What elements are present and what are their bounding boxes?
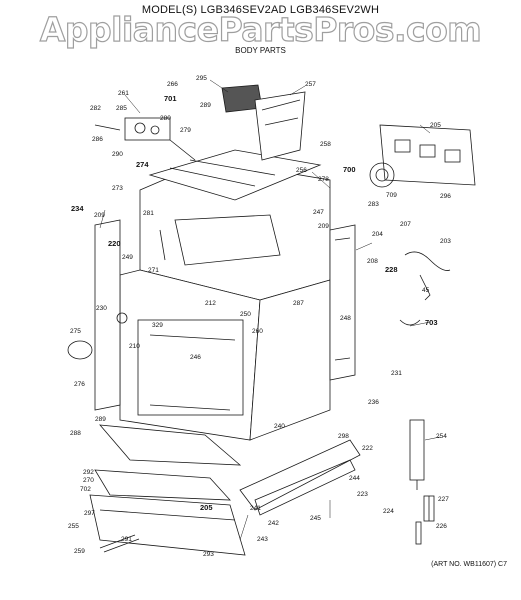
watermark-text: AppliancePartsPros.com [39,9,482,49]
callout-label: 290 [112,151,123,158]
door-hinges [409,419,435,545]
callout-label: 250 [240,311,251,318]
callout-label: 248 [340,315,351,322]
callout-label: 226 [436,523,447,530]
gas-pipe [99,534,140,553]
callout-label: 292 [83,469,94,476]
callout-label: 203 [440,238,451,245]
callout-label: 274 [136,160,149,169]
callout-label: 243 [257,536,268,543]
callout-label: 258 [320,141,331,148]
callout-label: 220 [108,239,121,248]
callout-label: 209 [94,212,105,219]
callout-label: 273 [112,185,123,192]
callout-label: 283 [368,201,379,208]
wire-harness [399,251,451,326]
broiler-drawer [89,424,246,556]
callout-label: 240 [274,423,285,430]
callout-label: 242 [268,520,279,527]
callout-label: 231 [391,370,402,377]
cooktop-panel [148,149,322,201]
callout-label: 288 [70,430,81,437]
door-frame-left [67,219,128,411]
callout-label: 293 [203,551,214,558]
callout-label: 254 [436,433,447,440]
callout-label: 271 [148,267,159,274]
callout-label: 245 [310,515,321,522]
callout-label: 207 [400,221,411,228]
callout-label: 329 [152,322,163,329]
model-title: MODEL(S) LGB346SEV2AD LGB346SEV2WH [141,4,380,16]
callout-label: 205 [430,122,441,129]
callout-label: 230 [96,305,107,312]
callout-label: 210 [129,343,140,350]
callout-label: 291 [121,536,132,543]
callout-label: 295 [196,75,207,82]
callout-label: 279 [180,127,191,134]
callout-label: 278 [318,176,329,183]
callout-label: 700 [343,165,356,174]
callout-label: 257 [305,81,316,88]
side-panel-right [329,224,356,381]
callout-label: 223 [357,491,368,498]
callout-label: 256 [296,167,307,174]
callout-label: 45 [422,287,430,294]
callout-label: 282 [90,105,101,112]
insulation-pad [221,84,306,161]
callout-label: 275 [70,328,81,335]
callout-label: 208 [367,258,378,265]
callout-label: 285 [116,105,127,112]
callout-label: 234 [71,204,84,213]
callout-label: 281 [143,210,154,217]
callout-label: 286 [92,136,103,143]
callout-label: 260 [252,328,263,335]
callout-label: 287 [293,300,304,307]
callout-label: 204 [372,231,383,238]
oven-body [119,159,331,441]
callout-label: 709 [386,192,397,199]
callout-label: 205 [200,503,213,512]
callout-label: 255 [68,523,79,530]
callout-label: 296 [440,193,451,200]
callout-label: 222 [362,445,373,452]
callout-label: 246 [190,354,201,361]
section-title: BODY PARTS [235,46,286,55]
callout-label: 259 [74,548,85,555]
back-panel [369,124,476,188]
callout-label: 224 [383,508,394,515]
callout-label: 298 [338,433,349,440]
valve-assembly [94,117,196,161]
callout-label: 209 [318,223,329,230]
callout-label: 266 [167,81,178,88]
callout-label: 249 [122,254,133,261]
callout-label: 289 [200,102,211,109]
callout-label: 261 [118,90,129,97]
callout-label: 270 [83,477,94,484]
callout-label: 280 [160,115,171,122]
callout-label: 701 [164,94,177,103]
callout-label: 289 [95,416,106,423]
kick-panel [239,439,361,516]
callout-label: 228 [385,265,398,274]
callout-label: 276 [74,381,85,388]
callout-label: 236 [368,399,379,406]
callout-label: 241 [250,505,261,512]
callout-label: 212 [205,300,216,307]
callout-label: 703 [425,318,438,327]
callout-label: 244 [349,475,360,482]
callout-label: 702 [80,486,91,493]
callout-label: 247 [313,209,324,216]
callout-label: 227 [438,496,449,503]
art-number: (ART NO. WB11607) C7 [431,561,507,568]
callout-label: 297 [84,510,95,517]
